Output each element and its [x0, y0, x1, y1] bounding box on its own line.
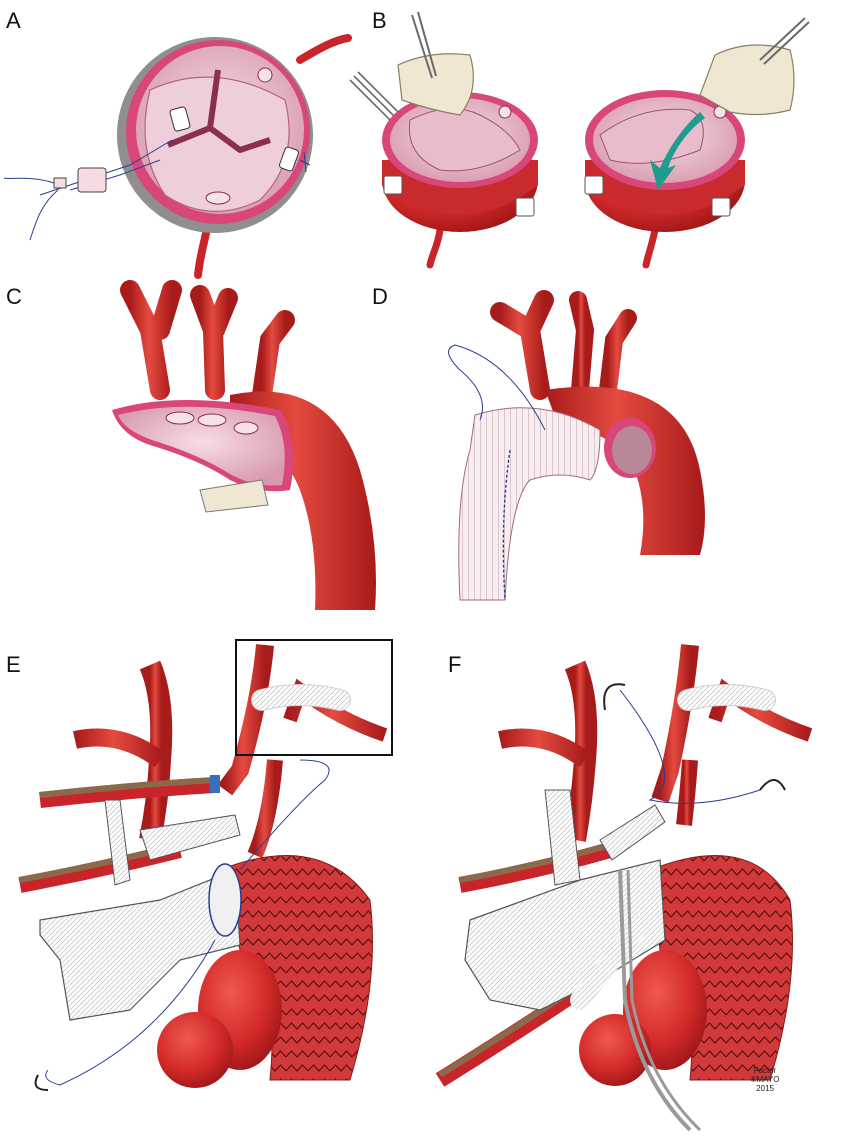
panel-c-arch-open — [112, 280, 376, 610]
panel-label-e: E — [6, 652, 21, 677]
panel-f-hybrid-repair — [435, 644, 813, 1132]
credit-line-1: Factor — [753, 1066, 777, 1075]
panel-label-c: C — [6, 284, 22, 309]
inset-frame — [235, 639, 393, 756]
panel-b-valve-right — [584, 17, 810, 269]
panel-b-valve-left — [349, 11, 538, 269]
panel-label-a: A — [6, 8, 21, 33]
panel-label-b: B — [372, 8, 387, 33]
credit-line-3: 2015 — [756, 1084, 774, 1093]
panel-label-f: F — [448, 652, 462, 677]
teal-arrow-icon — [650, 112, 705, 190]
panel-label-d: D — [372, 284, 388, 309]
panel-d-graft-anastomosis — [448, 290, 705, 601]
panel-a-aortic-root — [3, 34, 352, 279]
panel-e-hybrid-repair — [18, 639, 393, 1091]
artist-credit: Factor ©MAYO 2015 — [745, 1066, 785, 1093]
credit-line-2: ©MAYO — [750, 1075, 780, 1084]
